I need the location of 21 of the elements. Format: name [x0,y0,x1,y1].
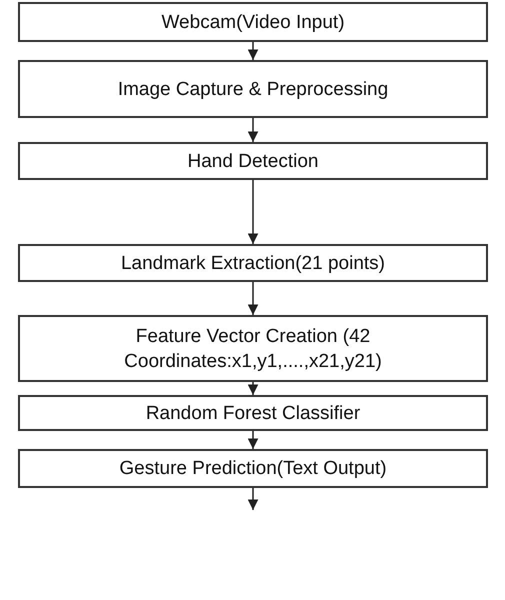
arrow [248,118,258,142]
arrow [248,42,258,60]
process-box [18,60,488,118]
box-label: Feature Vector Creation (42 Coordinates:x1,y1,....,x21,y21) [123,324,383,374]
arrow [248,431,258,449]
arrow [248,282,258,315]
process-box [18,449,488,488]
process-box [18,315,488,382]
box-label: Gesture Prediction(Text Output) [119,457,387,481]
process-box [18,244,488,282]
process-box [18,2,488,42]
process-box [18,142,488,180]
arrow [248,382,258,395]
process-box [18,395,488,431]
arrow [248,180,258,244]
box-label: Random Forest Classifier [146,402,360,426]
box-label: Image Capture & Preprocessing [118,78,388,102]
box-label: Webcam(Video Input) [161,10,345,34]
arrow [248,488,258,510]
box-label: Landmark Extraction(21 points) [120,252,385,276]
box-label: Hand Detection [188,150,318,174]
